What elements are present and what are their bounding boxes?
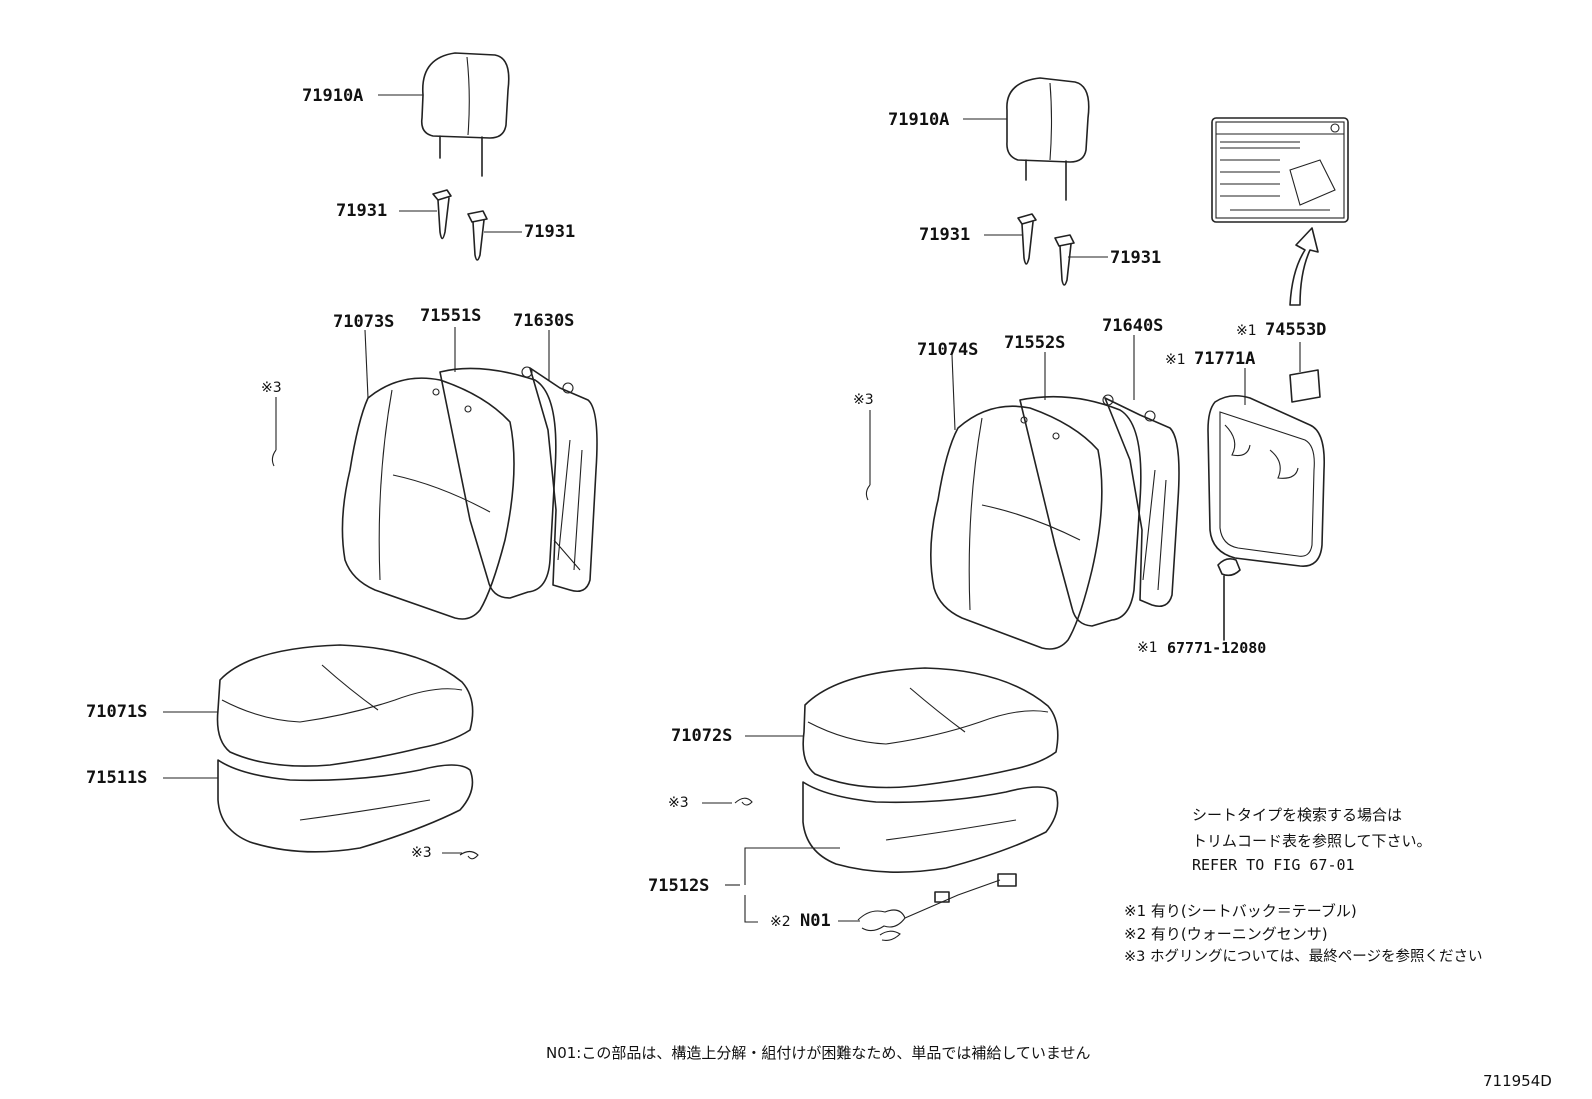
trim-note-line-2: トリムコード表を参照して下さい。: [1192, 832, 1432, 850]
part-label-67771-12080: 67771-12080: [1167, 639, 1267, 657]
seatback-frame-left: [521, 366, 598, 593]
part-label-71074s: 71074S: [917, 340, 979, 360]
part-label-71552s: 71552S: [1004, 333, 1066, 353]
part-label-74553d: 74553D: [1265, 320, 1327, 340]
part-label-71512s: 71512S: [648, 876, 710, 896]
mark-1-74553d: ※1: [1236, 323, 1257, 339]
legend-note-3: ※3 ホグリングについては、最終ページを参照ください: [1124, 949, 1483, 965]
seatback-pad-right: [1019, 395, 1142, 627]
trim-note-line-1: シートタイプを検索する場合は: [1192, 806, 1403, 824]
part-label-71931-left-b: 71931: [524, 222, 576, 242]
part-label-71073s: 71073S: [333, 312, 395, 332]
part-label-71551s: 71551S: [420, 306, 482, 326]
seatback-cover-right: [930, 405, 1103, 650]
headrest-left: [420, 52, 510, 177]
part-label-71931-right-b: 71931: [1110, 248, 1162, 268]
hog-ring-right-cushion: [734, 797, 753, 806]
hog-ring-right-back: [865, 410, 871, 501]
headrest-right: [1006, 77, 1090, 201]
part-label-71910a-left: 71910A: [302, 86, 364, 106]
label-sticker-small: [1289, 369, 1321, 403]
mark-3-right-cushion: ※3: [668, 795, 689, 811]
seatback-pad-left: [439, 367, 557, 599]
part-label-71630s: 71630S: [513, 311, 575, 331]
part-label-n01: N01: [800, 911, 831, 931]
seatback-table-board: [1207, 394, 1326, 567]
part-label-71771a: 71771A: [1194, 349, 1256, 369]
mark-3-left-back: ※3: [261, 380, 282, 396]
footer-note: N01:この部品は、構造上分解・組付けが困難なため、単品では補給していません: [546, 1044, 1091, 1062]
mark-3-right-back: ※3: [853, 392, 874, 408]
hog-ring-left-cushion: [459, 850, 479, 860]
headrest-guide-left-a: [432, 189, 452, 240]
part-label-71640s: 71640S: [1102, 316, 1164, 336]
headrest-guide-right-a: [1017, 213, 1037, 265]
mark-2-n01: ※2: [770, 914, 791, 930]
seatback-frame-right: [1102, 394, 1180, 608]
legend-note-2: ※2 有り(ウォーニングセンサ): [1124, 925, 1328, 943]
part-label-71931-right-a: 71931: [919, 225, 971, 245]
trim-note-line-3: REFER TO FIG 67-01: [1192, 856, 1355, 874]
hog-ring-left-back: [271, 397, 277, 467]
mark-1-71771a: ※1: [1165, 352, 1186, 368]
leader-lines: [163, 94, 1301, 923]
legend-note-1: ※1 有り(シートバック＝テーブル): [1124, 902, 1357, 920]
headrest-guide-right-b: [1054, 234, 1075, 286]
seatback-cover-left: [341, 377, 515, 620]
part-label-71910a-right: 71910A: [888, 110, 950, 130]
headrest-guide-left-b: [467, 210, 488, 261]
part-label-71931-left-a: 71931: [336, 201, 388, 221]
part-label-71511s: 71511S: [86, 768, 148, 788]
part-label-71072s: 71072S: [671, 726, 733, 746]
part-label-71071s: 71071S: [86, 702, 148, 722]
reference-arrow: [1289, 227, 1319, 306]
seat-cushion-cover-left: [216, 644, 474, 767]
table-latch: [1217, 558, 1241, 641]
seat-cushion-pad-left: [217, 759, 474, 853]
seat-cushion-pad-right: [802, 781, 1059, 873]
warning-sensor: [857, 873, 1017, 941]
mark-1-67771: ※1: [1137, 640, 1158, 656]
seat-cushion-cover-right: [802, 667, 1059, 789]
caution-label: [1211, 117, 1349, 223]
figure-id: 711954D: [1483, 1072, 1552, 1090]
mark-3-left-cushion: ※3: [411, 845, 432, 861]
